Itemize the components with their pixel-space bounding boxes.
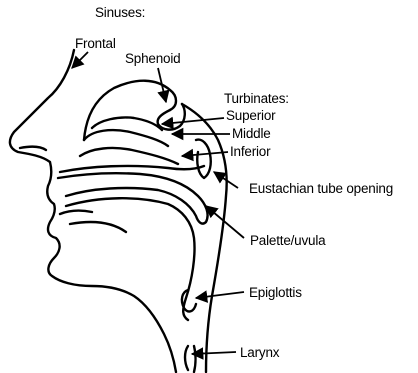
middle-label: Middle: [232, 126, 271, 141]
eustachian-label: Eustachian tube opening: [249, 181, 393, 196]
inferior-pointer: [182, 152, 228, 156]
sinuses-heading: Sinuses:: [95, 5, 145, 20]
epiglottis-label: Epiglottis: [249, 285, 302, 300]
inferior-label: Inferior: [230, 144, 270, 159]
superior-pointer: [162, 118, 224, 124]
larynx-label: Larynx: [240, 345, 279, 360]
eustachian-pointer: [214, 172, 238, 188]
superior-label: Superior: [226, 108, 275, 123]
epiglottis-pointer: [196, 292, 244, 298]
palette-pointer: [206, 206, 244, 238]
sphenoid-pointer: [158, 68, 166, 102]
larynx-pointer: [192, 352, 236, 354]
turbinates-heading: Turbinates:: [224, 91, 289, 106]
palette-label: Palette/uvula: [250, 233, 325, 248]
sphenoid-label: Sphenoid: [125, 51, 180, 66]
frontal-label: Frontal: [75, 36, 116, 51]
frontal-pointer: [72, 52, 88, 68]
